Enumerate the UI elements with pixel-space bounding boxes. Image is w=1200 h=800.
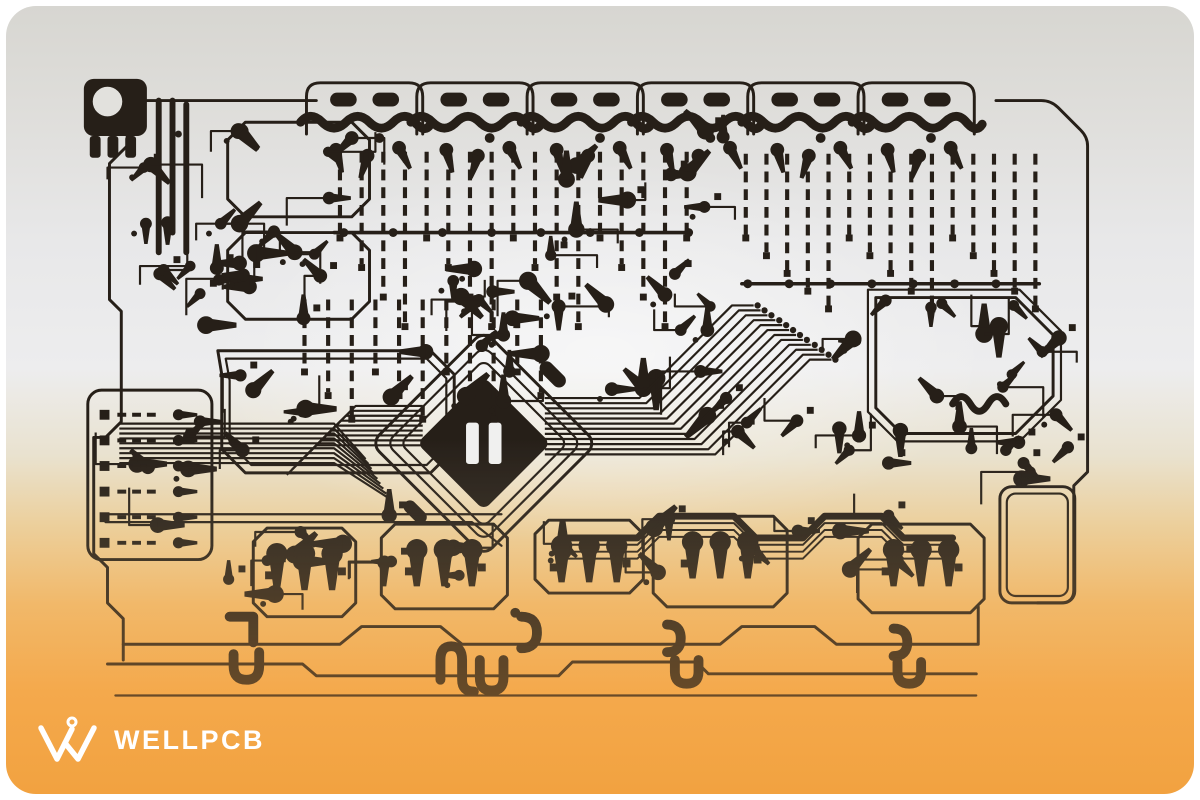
transistor-footprint (83, 78, 182, 158)
board-generated-traces (94, 104, 1085, 610)
board-static-traces (83, 78, 1090, 697)
wellpcb-w-mark-icon (38, 716, 97, 762)
pad-box-right (998, 485, 1077, 605)
pcb-trace-artwork (83, 6, 1090, 697)
inductor-squiggles (224, 393, 1010, 697)
pcb-illustration-card: WELLPCB (6, 6, 1194, 794)
bottom-box (651, 514, 789, 609)
bottom-rail-mid (106, 660, 978, 678)
bottom-rail-bumpy (121, 605, 980, 646)
cluster-box (226, 120, 371, 219)
bottom-box (533, 518, 645, 595)
board-outline-left (92, 99, 318, 662)
wellpcb-logo-text: WELLPCB (114, 724, 265, 755)
wellpcb-logo: WELLPCB (36, 714, 265, 766)
bottom-box (251, 526, 358, 619)
pad-box-left (86, 388, 214, 562)
